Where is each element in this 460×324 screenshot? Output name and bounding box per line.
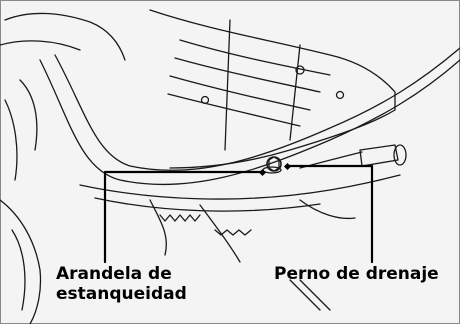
sealing-washer-label-line1: Arandela de bbox=[56, 264, 172, 284]
engine-case-rib bbox=[224, 19, 231, 151]
serrated-edge-2 bbox=[214, 229, 252, 236]
sealing-washer-label-line2: estanqueidad bbox=[56, 284, 187, 304]
case-bolt bbox=[295, 65, 305, 75]
engine-case-rib-2 bbox=[289, 44, 301, 141]
case-bolt bbox=[335, 90, 345, 100]
engine-case-fin-4 bbox=[167, 93, 301, 127]
engine-case-fin-3 bbox=[169, 75, 311, 111]
engine-case-outline bbox=[149, 9, 396, 169]
right-pipe bbox=[359, 144, 399, 167]
lower-crossbar-2 bbox=[94, 197, 321, 212]
upper-left-bracket-2 bbox=[0, 40, 81, 51]
frame-tube-inner bbox=[54, 47, 460, 171]
case-bolt bbox=[200, 95, 210, 105]
stand-leg-2 bbox=[299, 279, 331, 311]
frame-tube-outer bbox=[39, 59, 460, 186]
left-edge-part-2 bbox=[11, 229, 26, 311]
washer-leader-line bbox=[103, 170, 264, 264]
engine-case-fin-1 bbox=[179, 39, 331, 76]
sealing-washer-label: Arandela de estanqueidad bbox=[56, 264, 187, 304]
stand-leg bbox=[289, 279, 321, 311]
bolt-leader-line bbox=[286, 164, 374, 264]
upper-left-detail bbox=[19, 79, 38, 151]
drain-bolt-label: Perno de drenaje bbox=[274, 264, 439, 284]
upper-left-bracket bbox=[4, 12, 126, 61]
lower-right-bracket bbox=[299, 199, 356, 220]
engine-case-fin-2 bbox=[174, 57, 321, 93]
lower-bracket bbox=[149, 199, 167, 256]
pipe-end bbox=[393, 144, 407, 166]
left-edge-part bbox=[0, 199, 42, 324]
lower-crossbar bbox=[79, 174, 401, 200]
upper-left-detail-2 bbox=[4, 99, 18, 181]
serrated-edge bbox=[159, 214, 201, 222]
